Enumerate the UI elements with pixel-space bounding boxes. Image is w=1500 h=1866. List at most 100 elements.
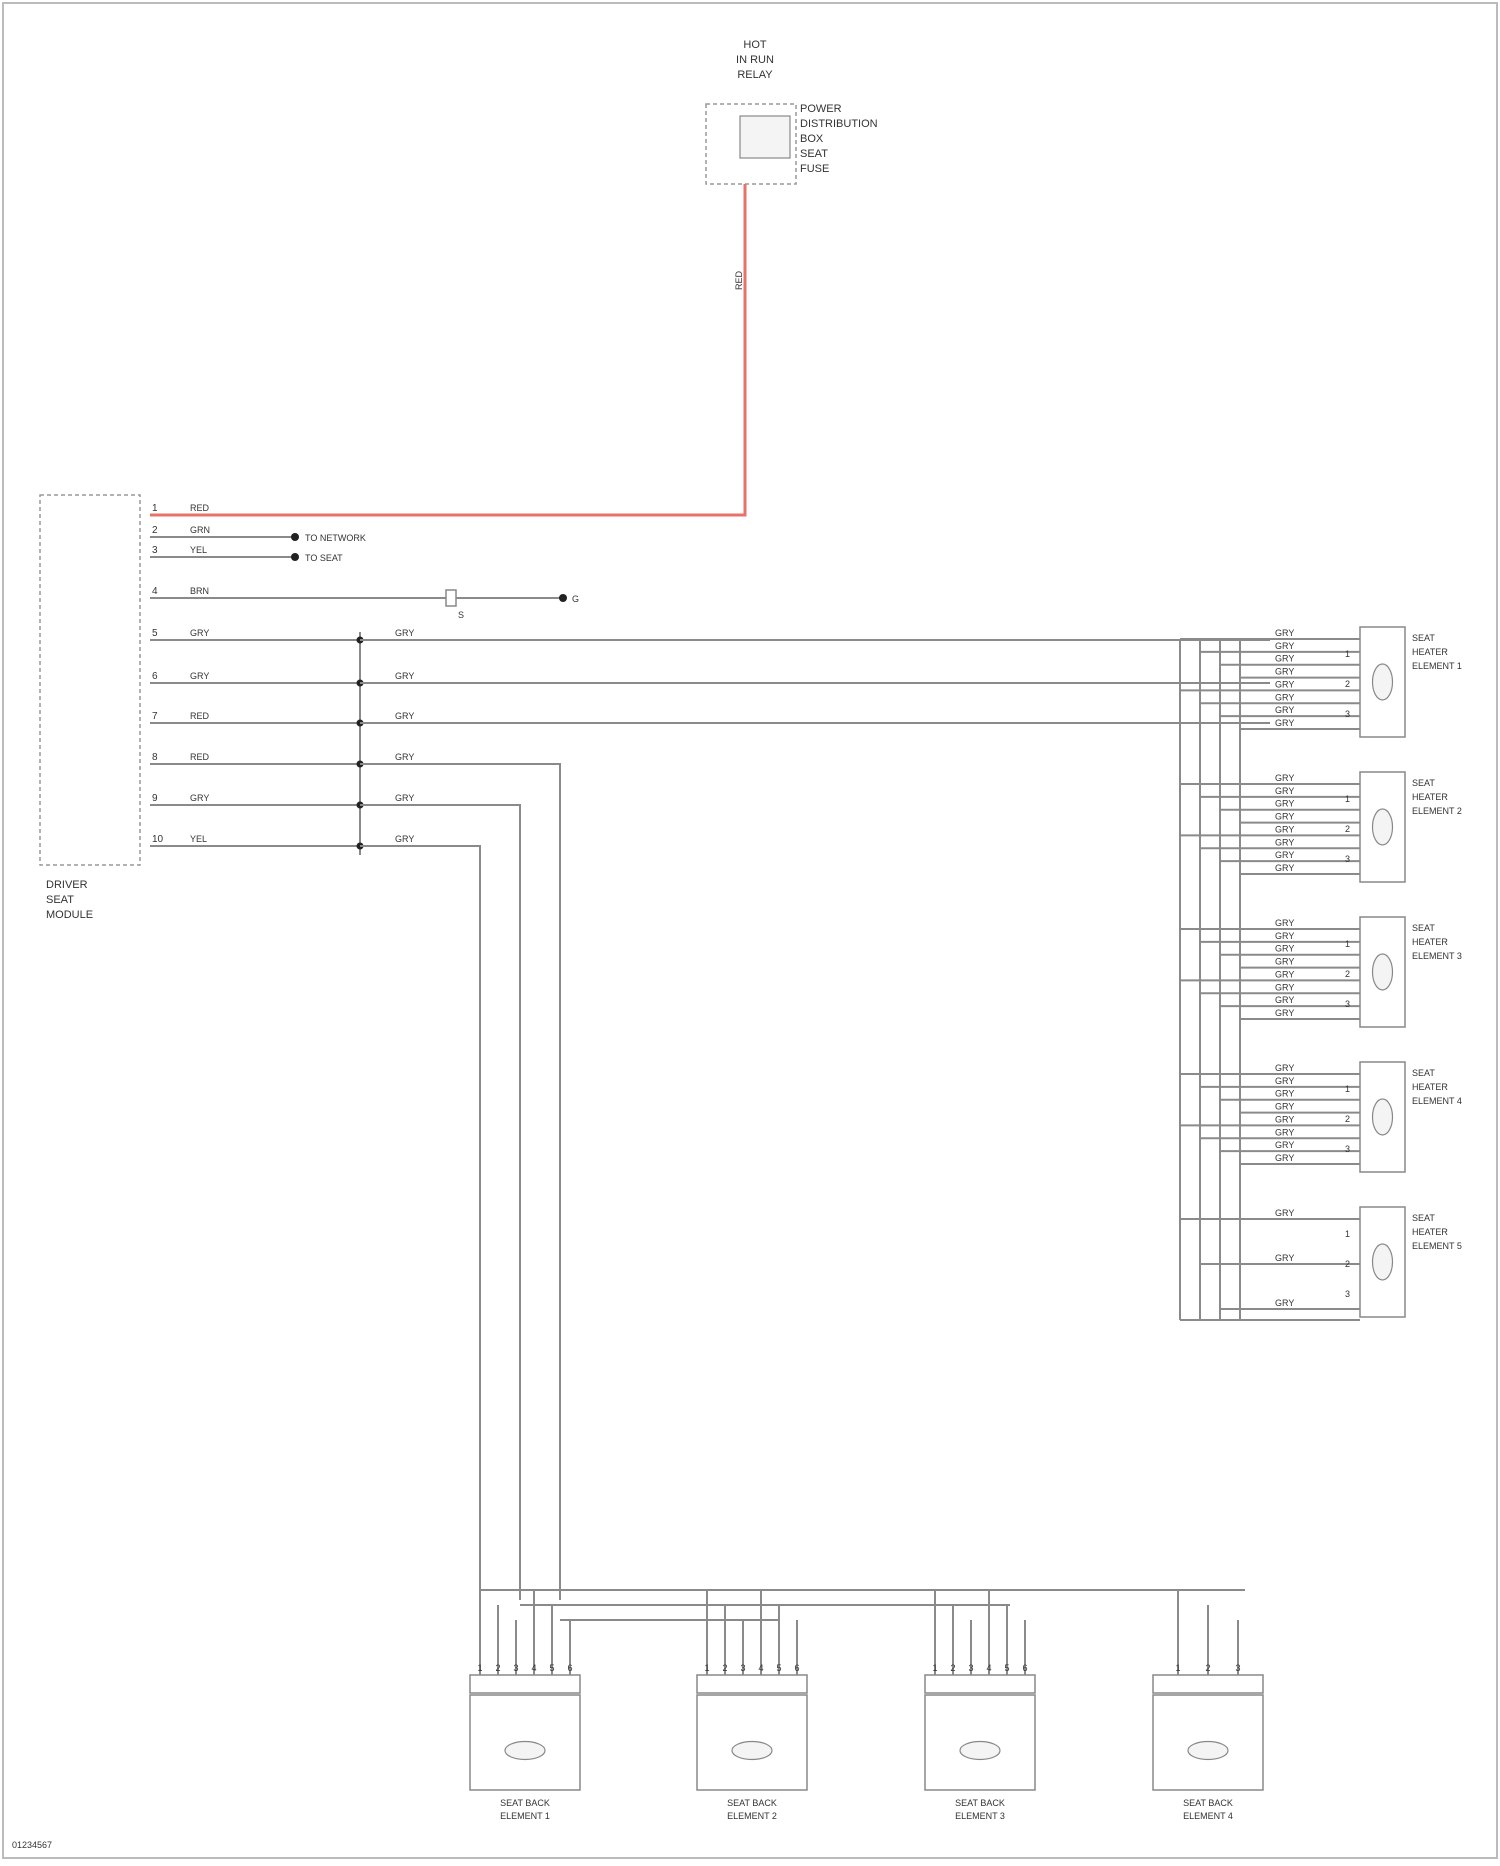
module-wire-label: BRN bbox=[190, 586, 209, 596]
heater-element-name: ELEMENT 2 bbox=[1412, 806, 1462, 816]
seatback-element-name: SEAT BACK bbox=[727, 1798, 777, 1808]
heater-wire-label: GRY bbox=[1275, 1008, 1294, 1018]
seatback-pin: 2 bbox=[722, 1663, 727, 1673]
heater-wire-label: GRY bbox=[1275, 1127, 1294, 1137]
trunk-down-1 bbox=[360, 764, 560, 1600]
seatback-element-name: SEAT BACK bbox=[955, 1798, 1005, 1808]
heater-wire-label: GRY bbox=[1275, 1253, 1294, 1263]
module-wire-label: GRN bbox=[190, 525, 210, 535]
seatback-element-symbol bbox=[960, 1742, 1000, 1760]
trunk-wire-label: GRY bbox=[395, 793, 414, 803]
heater-element-name: SEAT bbox=[1412, 1213, 1435, 1223]
seatback-pin: 6 bbox=[567, 1663, 572, 1673]
branch-label: TO NETWORK bbox=[305, 533, 366, 543]
heater-wire-label: GRY bbox=[1275, 982, 1294, 992]
heater-wire-label: GRY bbox=[1275, 1089, 1294, 1099]
heater-wire-label: GRY bbox=[1275, 705, 1294, 715]
relay-title: RELAY bbox=[737, 69, 773, 81]
seatback-element-name: ELEMENT 2 bbox=[727, 1811, 777, 1821]
seatback-pin: 1 bbox=[477, 1663, 482, 1673]
heater-wire-label: GRY bbox=[1275, 718, 1294, 728]
seatback-pin: 3 bbox=[968, 1663, 973, 1673]
heater-wire-label: GRY bbox=[1275, 773, 1294, 783]
seatback-element-name: ELEMENT 3 bbox=[955, 1811, 1005, 1821]
seatback-pin: 2 bbox=[495, 1663, 500, 1673]
heater-wire-label: GRY bbox=[1275, 918, 1294, 928]
seatback-element-symbol bbox=[732, 1742, 772, 1760]
seatback-connector bbox=[925, 1675, 1035, 1693]
heater-wire-label: GRY bbox=[1275, 1298, 1294, 1308]
heater-pin: 2 bbox=[1345, 824, 1350, 834]
relay-side-label: FUSE bbox=[800, 163, 829, 175]
seatback-pin: 3 bbox=[740, 1663, 745, 1673]
heater-pin: 1 bbox=[1345, 794, 1350, 804]
module-wire-label: GRY bbox=[190, 628, 209, 638]
page-frame bbox=[3, 3, 1497, 1858]
heater-element-name: ELEMENT 5 bbox=[1412, 1241, 1462, 1251]
heater-element-name: ELEMENT 4 bbox=[1412, 1096, 1462, 1106]
heater-pin: 3 bbox=[1345, 709, 1350, 719]
relay-title: HOT bbox=[743, 39, 767, 51]
seatback-pin: 5 bbox=[549, 1663, 554, 1673]
heater-element-symbol bbox=[1373, 1099, 1393, 1135]
module-pin: 1 bbox=[152, 503, 158, 514]
module-pin: 5 bbox=[152, 628, 158, 639]
seatback-pin: 2 bbox=[950, 1663, 955, 1673]
heater-wire-label: GRY bbox=[1275, 995, 1294, 1005]
seatback-pin: 1 bbox=[932, 1663, 937, 1673]
heater-pin: 1 bbox=[1345, 939, 1350, 949]
heater-pin: 3 bbox=[1345, 854, 1350, 864]
heater-wire-label: GRY bbox=[1275, 1076, 1294, 1086]
seatback-pin: 3 bbox=[1235, 1663, 1240, 1673]
seat-splice-dot bbox=[291, 553, 299, 561]
module-box bbox=[40, 495, 140, 865]
seatback-pin: 5 bbox=[776, 1663, 781, 1673]
seatback-element-symbol bbox=[505, 1742, 545, 1760]
splice-label: S bbox=[458, 610, 464, 620]
heater-wire-label: GRY bbox=[1275, 667, 1294, 677]
seatback-element-name: ELEMENT 1 bbox=[500, 1811, 550, 1821]
module-pin: 8 bbox=[152, 752, 158, 763]
heater-pin: 1 bbox=[1345, 1084, 1350, 1094]
branch-label: TO SEAT bbox=[305, 553, 343, 563]
heater-element-symbol bbox=[1373, 809, 1393, 845]
relay-fuse-symbol bbox=[740, 116, 790, 158]
seatback-pin: 4 bbox=[986, 1663, 991, 1673]
heater-element-symbol bbox=[1373, 664, 1393, 700]
heater-pin: 2 bbox=[1345, 1114, 1350, 1124]
relay-side-label: BOX bbox=[800, 133, 824, 145]
seatback-pin: 3 bbox=[513, 1663, 518, 1673]
module-wire-label: GRY bbox=[190, 671, 209, 681]
seatback-pin: 2 bbox=[1205, 1663, 1210, 1673]
module-wire-label: RED bbox=[190, 752, 210, 762]
heater-pin: 2 bbox=[1345, 1259, 1350, 1269]
seatback-element-name: SEAT BACK bbox=[1183, 1798, 1233, 1808]
seatback-pin: 1 bbox=[704, 1663, 709, 1673]
module-pin: 9 bbox=[152, 793, 158, 804]
module-pin: 4 bbox=[152, 586, 158, 597]
heater-wire-label: GRY bbox=[1275, 1140, 1294, 1150]
module-pin: 2 bbox=[152, 525, 158, 536]
heater-wire-label: GRY bbox=[1275, 931, 1294, 941]
relay-wire-label: RED bbox=[734, 270, 744, 290]
heater-pin: 1 bbox=[1345, 649, 1350, 659]
heater-pin: 3 bbox=[1345, 999, 1350, 1009]
ground-label: G bbox=[572, 594, 579, 604]
trunk-wire-label: GRY bbox=[395, 628, 414, 638]
heater-wire-label: GRY bbox=[1275, 1063, 1294, 1073]
heater-wire-label: GRY bbox=[1275, 799, 1294, 809]
trunk-wire-label: GRY bbox=[395, 711, 414, 721]
heater-pin: 2 bbox=[1345, 679, 1350, 689]
heater-wire-label: GRY bbox=[1275, 969, 1294, 979]
heater-element-name: ELEMENT 3 bbox=[1412, 951, 1462, 961]
seatback-connector bbox=[470, 1675, 580, 1693]
heater-wire-label: GRY bbox=[1275, 944, 1294, 954]
seatback-element-name: SEAT BACK bbox=[500, 1798, 550, 1808]
module-name: SEAT bbox=[46, 894, 74, 906]
heater-element-name: HEATER bbox=[1412, 1082, 1448, 1092]
heater-element-name: SEAT bbox=[1412, 923, 1435, 933]
heater-wire-label: GRY bbox=[1275, 1208, 1294, 1218]
heater-wire-label: GRY bbox=[1275, 1153, 1294, 1163]
